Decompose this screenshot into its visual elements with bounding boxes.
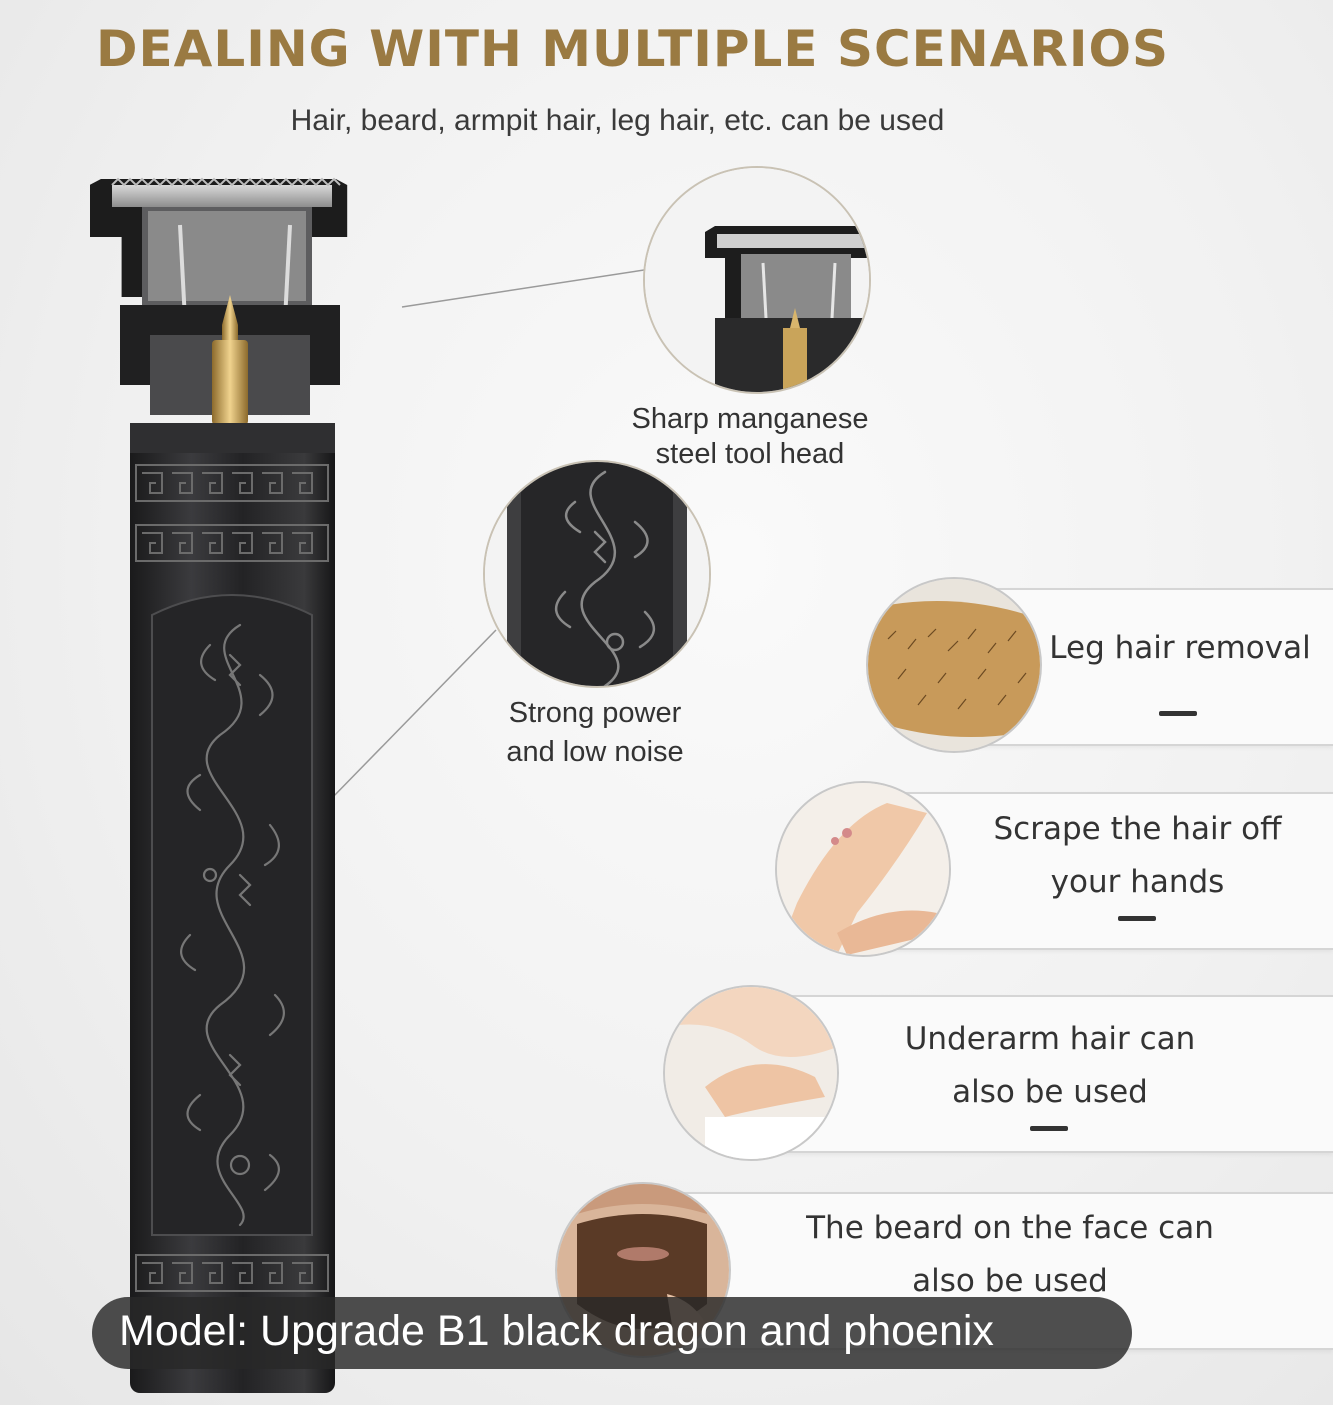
scenario-hands-line1: Scrape the hair off [993, 811, 1282, 847]
dragon-closeup-icon [485, 462, 709, 686]
hair-trimmer-icon [90, 177, 348, 1393]
model-caption: Model: Upgrade B1 black dragon and phoen… [92, 1297, 1132, 1369]
scenario-underarm-text: Underarm hair can also be used [860, 1013, 1240, 1120]
scenario-hands-circle [775, 781, 951, 957]
model-caption-text: Model: Upgrade B1 black dragon and phoen… [119, 1307, 994, 1355]
callout-blade: Sharp manganese steel tool head [600, 402, 900, 472]
underarm-icon [665, 987, 837, 1159]
scenario-underarm-line1: Underarm hair can [904, 1021, 1196, 1057]
scenario-leg-label: Leg hair removal [1049, 630, 1311, 666]
callout-motor: Strong power and low noise [460, 694, 730, 772]
hand-arm-icon [777, 783, 949, 955]
dragon-detail-circle [483, 460, 711, 688]
callout-blade-line1: Sharp manganese [631, 403, 869, 435]
blade-detail-circle [643, 166, 871, 394]
scenario-beard-line1: The beard on the face can [806, 1210, 1214, 1246]
scenario-hands-text: Scrape the hair off your hands [960, 803, 1315, 910]
scenario-underarm-circle [663, 985, 839, 1161]
callout-blade-line2: steel tool head [655, 437, 845, 470]
scenario-beard-text: The beard on the face can also be used [760, 1202, 1260, 1309]
scenario-underarm-line2: also be used [952, 1074, 1148, 1111]
page-subtitle: Hair, beard, armpit hair, leg hair, etc.… [290, 104, 945, 137]
scenario-leg-circle [866, 577, 1042, 753]
dash-divider-icon [1118, 916, 1156, 921]
callout-motor-line2: and low noise [506, 736, 684, 769]
scenario-beard-line2: also be used [912, 1263, 1108, 1300]
dash-divider-icon [1159, 711, 1197, 716]
callout-motor-line1: Strong power [508, 697, 682, 729]
leg-hair-icon [868, 579, 1040, 751]
dash-divider-icon [1030, 1126, 1068, 1131]
scenario-hands-line2: your hands [1050, 864, 1225, 901]
blade-closeup-icon [645, 168, 869, 392]
scenario-leg-text: Leg hair removal [1030, 622, 1330, 675]
page-title: DEALING WITH MULTIPLE SCENARIOS [96, 20, 1169, 78]
